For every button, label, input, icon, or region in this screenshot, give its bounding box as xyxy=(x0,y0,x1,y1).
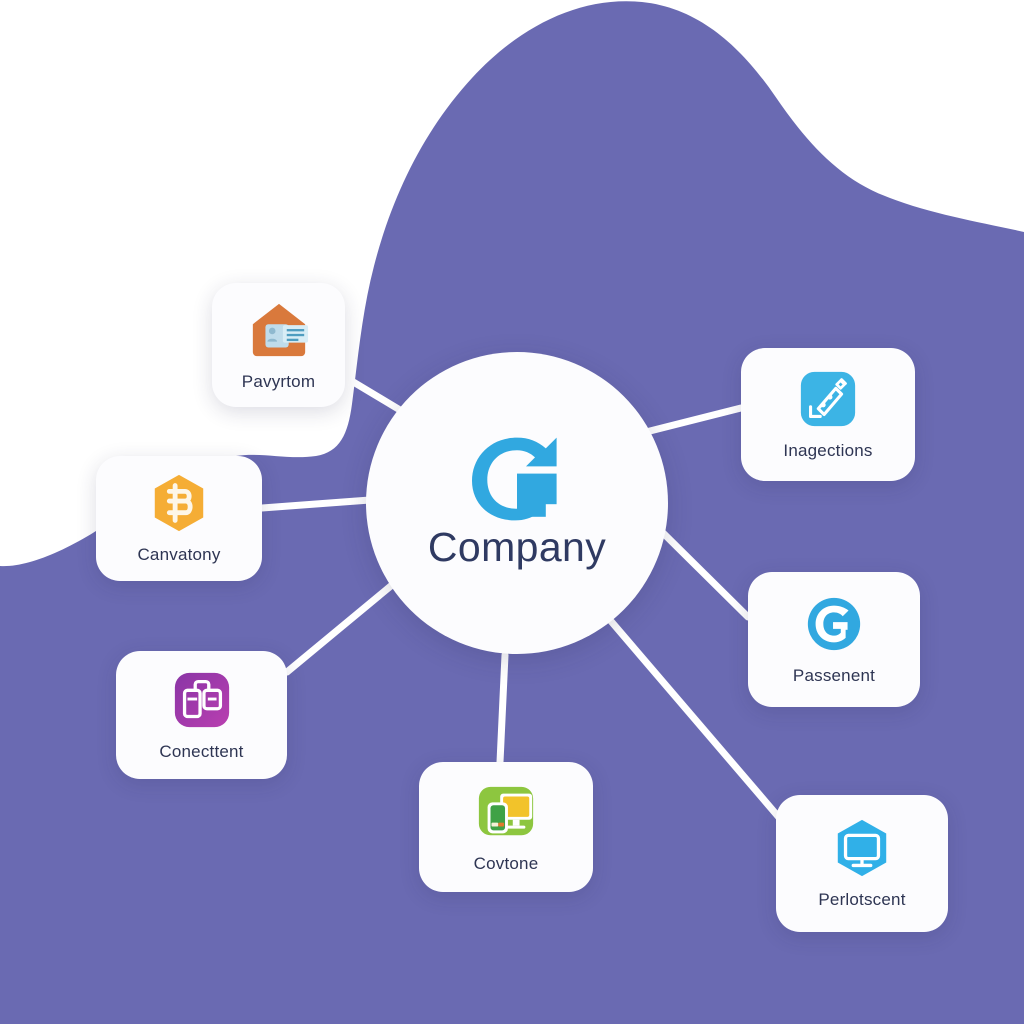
hexagon-b-icon xyxy=(154,474,204,532)
link-hub-passenent xyxy=(651,521,752,621)
node-inagections[interactable]: Inagections xyxy=(741,348,915,481)
node-pavyrtom[interactable]: Pavyrtom xyxy=(212,283,345,407)
node-conecttent[interactable]: Conecttent xyxy=(116,651,287,779)
hexagon-monitor-icon xyxy=(837,819,887,877)
briefcase-rounded-square-icon xyxy=(174,672,229,727)
link-hub-perlotscent xyxy=(606,616,792,832)
node-label: Covtone xyxy=(473,853,539,873)
hub-node[interactable]: Company xyxy=(366,352,668,654)
node-label: Conecttent xyxy=(159,741,244,761)
node-label: Perlotscent xyxy=(818,890,906,909)
node-label: Pavyrtom xyxy=(241,371,316,391)
node-perlotscent[interactable]: Perlotscent xyxy=(776,795,948,932)
devices-screens-icon xyxy=(478,786,534,835)
node-label: Passenent xyxy=(792,666,876,685)
node-covtone[interactable]: Covtone xyxy=(419,762,593,892)
node-passenent[interactable]: Passenent xyxy=(748,572,920,707)
link-hub-canvatory xyxy=(258,496,374,512)
circle-g-icon xyxy=(807,597,861,651)
node-label: Inagections xyxy=(783,441,873,460)
link-hub-conecttent xyxy=(283,581,396,676)
blue-rounded-square-tools-icon xyxy=(800,371,856,427)
node-canvatory[interactable]: Canvatony xyxy=(96,456,262,581)
hub-title: Company xyxy=(427,523,607,570)
node-label: Canvatony xyxy=(137,545,221,564)
letter-g-logo-icon xyxy=(472,437,559,520)
link-hub-inagections xyxy=(642,404,745,436)
link-hub-covtone xyxy=(496,651,509,766)
house-document-icon xyxy=(252,303,308,356)
